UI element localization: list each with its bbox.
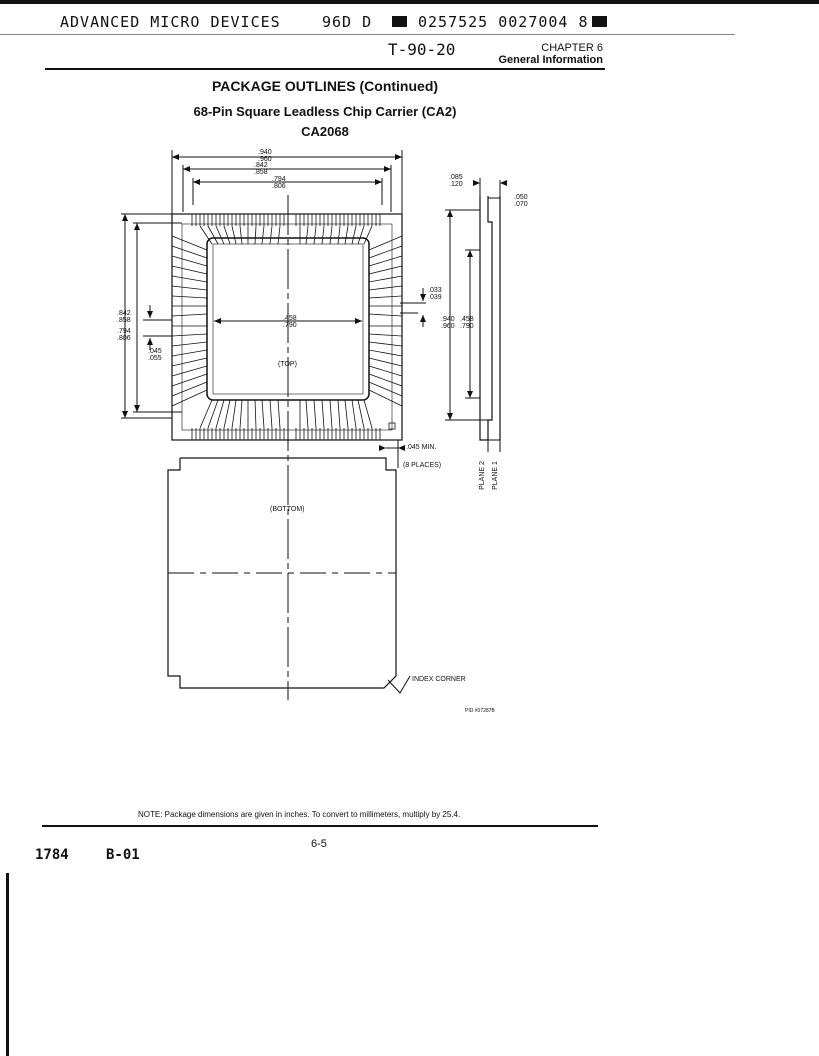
dim-inner-top: .794.806 <box>272 176 286 190</box>
label-pid: PID #07287B <box>465 708 495 714</box>
dim-cavity-right-b: .790 <box>460 323 474 330</box>
scan-edge-top <box>0 0 819 4</box>
header-rule <box>45 68 605 70</box>
doc-reference: T-90-20 <box>388 40 456 59</box>
dimension-note: NOTE: Package dimensions are given in in… <box>138 810 461 819</box>
footer-left-code: 1784 <box>35 847 69 863</box>
dim-pad-span-top: .842.858 <box>254 162 268 176</box>
part-code: CA2068 <box>301 124 349 139</box>
label-plane-1: PLANE 1 <box>491 461 499 490</box>
dim-overall-a: .940 <box>258 149 272 156</box>
label-bottom-view: (BOTTOM) <box>270 506 305 513</box>
dim-pitch-b: .039 <box>428 294 442 301</box>
dim-lead-a: .045 <box>148 348 162 355</box>
dim-lead-left: .045.055 <box>148 348 162 362</box>
dim-pitch: .033.039 <box>428 287 442 301</box>
dim-cavity-b: .790 <box>283 322 297 329</box>
dim-cavity-a: .458 <box>283 315 297 322</box>
dim-height-a: .085 <box>449 174 463 181</box>
dim-inner-left-a: .794 <box>117 328 131 335</box>
dim-cavity: .458.790 <box>283 315 297 329</box>
dim-pad-span-left-a: .842 <box>117 310 131 317</box>
footer-right-code: B-01 <box>106 847 140 863</box>
scan-header-code: 96D D <box>322 13 373 31</box>
page-heading: PACKAGE OUTLINES (Continued) <box>211 78 439 94</box>
dim-cavity-right-a: .458 <box>460 316 474 323</box>
dim-pad-span-a: .842 <box>254 162 268 169</box>
section-label: General Information <box>498 54 603 66</box>
dim-inner-left-b: .806 <box>117 335 131 342</box>
dim-pad-span-b: .858 <box>254 169 268 176</box>
dim-height-b: .120 <box>449 181 463 188</box>
page-number: 6-5 <box>311 838 327 850</box>
dim-height: .085.120 <box>449 174 463 188</box>
scan-block-mark <box>392 16 407 27</box>
dim-pad-span-left-b: .858 <box>117 317 131 324</box>
dim-overall-b: .960 <box>258 156 272 163</box>
dim-overall-right: .940.960 <box>441 316 455 330</box>
scan-edge-left <box>6 873 9 1056</box>
dim-overall-right-a: .940 <box>441 316 455 323</box>
dim-inner-a: .794 <box>272 176 286 183</box>
scan-header-rule <box>0 34 735 35</box>
dim-inner-left: .794.806 <box>117 328 131 342</box>
dim-plane: .050.070 <box>514 194 528 208</box>
dim-plane-a: .050 <box>514 194 528 201</box>
chapter-label: CHAPTER 6 <box>541 42 603 54</box>
dim-places: (8 PLACES) <box>403 462 442 469</box>
scan-header-company: ADVANCED MICRO DEVICES <box>60 13 281 31</box>
dim-inner-b: .806 <box>272 183 286 190</box>
dim-lead-b: .055 <box>148 355 162 362</box>
dim-cavity-right: .458.790 <box>460 316 474 330</box>
dim-overall-right-b: .960 <box>441 323 455 330</box>
dim-min-gap: .045 MIN. <box>406 444 437 451</box>
label-top-view: (TOP) <box>278 361 297 368</box>
dim-overall-top: .940.960 <box>258 149 272 163</box>
dim-pitch-a: .033 <box>428 287 442 294</box>
package-subtitle: 68-Pin Square Leadless Chip Carrier (CA2… <box>193 104 457 119</box>
footer-rule <box>42 825 598 827</box>
label-index-corner: INDEX CORNER <box>412 676 466 683</box>
dim-pad-span-left: .842.858 <box>117 310 131 324</box>
scan-block-mark-end <box>592 16 607 27</box>
dim-plane-b: .070 <box>514 201 528 208</box>
label-plane-2: PLANE 2 <box>478 461 486 490</box>
scan-header-number: 0257525 0027004 8 <box>418 13 589 31</box>
